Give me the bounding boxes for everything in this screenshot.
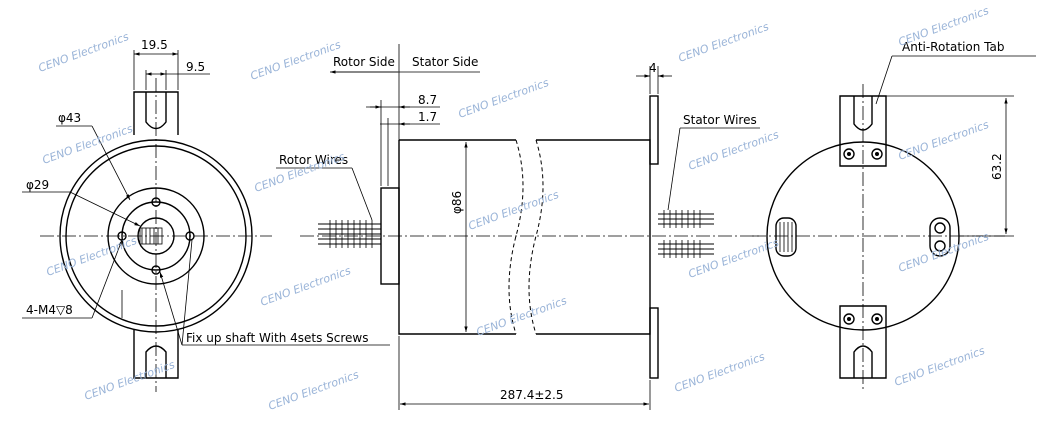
dia-86-label: φ86 xyxy=(450,191,464,214)
watermark: CENO Electronics xyxy=(37,30,131,75)
watermark: CENO Electronics xyxy=(41,122,135,167)
slot-hole-top xyxy=(934,222,946,234)
watermark: CENO Electronics xyxy=(457,76,551,121)
wire-exit-hatch xyxy=(779,222,793,252)
main-body xyxy=(398,139,651,335)
fix-note-label: Fix up shaft With 4sets Screws xyxy=(186,331,369,345)
watermark: CENO Electronics xyxy=(673,350,767,395)
dim-63-2-label: 63.2 xyxy=(990,153,1004,180)
body-break-right xyxy=(528,139,544,335)
side-view: Rotor Side Stator Side xyxy=(276,44,760,410)
rotor-wires-leader xyxy=(351,167,373,221)
top-tab-screw-right xyxy=(871,148,883,160)
rotor-side-label: Rotor Side xyxy=(333,55,395,69)
rotor-wires-label: Rotor Wires xyxy=(279,153,348,167)
watermark: CENO Electronics xyxy=(259,264,353,309)
watermark: CENO Electronics xyxy=(249,38,343,83)
stator-flange-top xyxy=(649,95,659,165)
slot-hole-bottom xyxy=(934,240,946,252)
thread-leader xyxy=(91,239,123,319)
dia-29-label: φ29 xyxy=(26,178,49,192)
screw-dot xyxy=(875,317,879,321)
watermark: CENO Electronics xyxy=(677,20,771,65)
stator-wires-label: Stator Wires xyxy=(683,113,757,127)
dim-9-5-label: 9.5 xyxy=(186,60,205,74)
right-bottom-tab xyxy=(839,305,887,379)
watermark: CENO Electronics xyxy=(893,344,987,389)
fix-note-leader xyxy=(159,271,183,346)
thread-label: 4-M4▽8 xyxy=(26,303,73,317)
watermark: CENO Electronics xyxy=(687,236,781,281)
dim-1-7-label: 1.7 xyxy=(418,110,437,124)
leader-line xyxy=(181,239,193,346)
stator-wires-leader xyxy=(667,127,681,211)
stator-flange-bottom xyxy=(649,307,659,379)
anti-rotation-label: Anti-Rotation Tab xyxy=(902,40,1005,54)
dim-4-label: 4 xyxy=(649,61,657,75)
right-end-view: Anti-Rotation Tab 63.2 xyxy=(752,40,1036,392)
watermarks: CENO Electronics CENO Electronics CENO E… xyxy=(37,4,991,413)
right-oval-slot xyxy=(929,217,951,257)
left-end-view: 19.5 9.5 φ43 φ29 4-M4▽8 Fix up shaft Wit… xyxy=(22,38,390,392)
screw-dot xyxy=(847,152,851,156)
rotor-wires xyxy=(318,220,381,248)
stator-side-label: Stator Side xyxy=(412,55,478,69)
screw-dot xyxy=(875,152,879,156)
watermark: CENO Electronics xyxy=(475,294,569,339)
dia-29-leader xyxy=(69,191,141,227)
dia-43-label: φ43 xyxy=(58,111,81,125)
dim-19-5-label: 19.5 xyxy=(141,38,168,52)
watermark: CENO Electronics xyxy=(467,188,561,233)
watermark: CENO Electronics xyxy=(897,230,991,275)
stator-wires xyxy=(658,210,714,258)
body-break-left xyxy=(508,139,524,335)
bottom-tab-screw-left xyxy=(843,313,855,325)
stator-wire-exit xyxy=(775,217,797,257)
bottom-tab-screw-right xyxy=(871,313,883,325)
dim-8-7-label: 8.7 xyxy=(418,93,437,107)
watermark: CENO Electronics xyxy=(687,128,781,173)
anti-rotation-leader xyxy=(875,55,893,105)
watermark: CENO Electronics xyxy=(897,118,991,163)
dia-43-leader xyxy=(91,125,131,201)
screw-dot xyxy=(847,317,851,321)
length-label: 287.4±2.5 xyxy=(500,388,564,402)
watermark: CENO Electronics xyxy=(267,368,361,413)
top-tab-screw-left xyxy=(843,148,855,160)
watermark: CENO Electronics xyxy=(83,358,177,403)
